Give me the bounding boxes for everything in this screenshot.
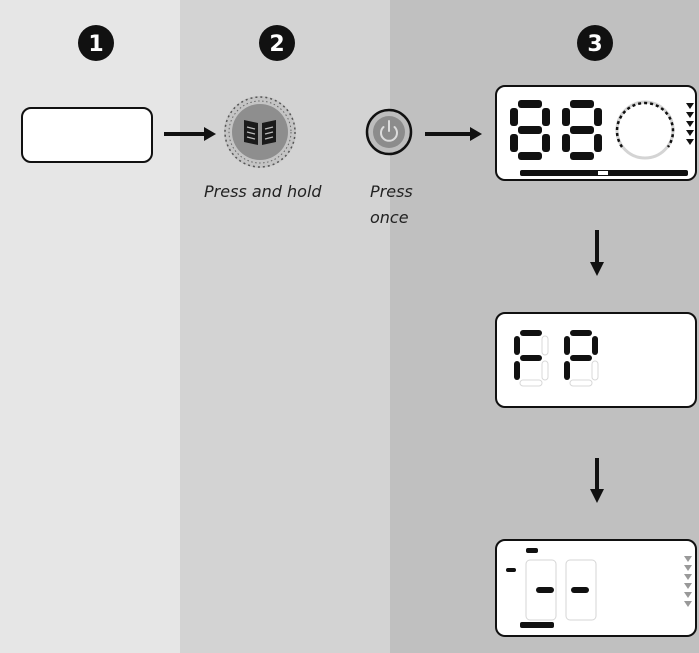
arrow-icon (164, 127, 216, 141)
lcd-segment (594, 108, 602, 126)
lcd-segment (562, 134, 570, 152)
step-1-number: 1 (88, 32, 103, 57)
lcd-segment (514, 336, 520, 355)
lcd-segment (541, 360, 549, 381)
caption-once: once (370, 208, 409, 227)
step-3-badge: 3 (577, 25, 613, 61)
lcd-segment (510, 134, 518, 152)
lcd-segment (570, 100, 594, 108)
lcd-segment (542, 134, 550, 152)
lcd-segment (570, 355, 592, 361)
lcd-segment (562, 108, 570, 126)
lcd-display-dashes (495, 539, 697, 637)
lcd-segment (518, 126, 542, 134)
caption-press-and-hold: Press and hold (204, 182, 322, 201)
lcd-segment (570, 330, 592, 336)
arrow-icon (590, 230, 604, 276)
lcd-segment (564, 336, 570, 355)
step-3-number: 3 (587, 32, 602, 57)
lcd-segment (520, 355, 542, 361)
lcd-segment (519, 379, 543, 387)
lcd-segment (541, 335, 549, 356)
lcd-segment (570, 126, 594, 134)
lcd-segment (520, 330, 542, 336)
arrow-icon (425, 127, 482, 141)
lcd-digits-88 (510, 100, 602, 160)
lcd-segment (518, 152, 542, 160)
lcd-digits-fp (514, 330, 599, 387)
lcd-segment (592, 336, 598, 355)
lcd-display-88 (495, 85, 697, 181)
lcd-segment (570, 152, 594, 160)
panel-step-2 (180, 0, 390, 653)
power-icon[interactable] (365, 108, 413, 156)
lcd-display-fp (495, 312, 697, 408)
lcd-segment (594, 134, 602, 152)
arrow-icon (590, 458, 604, 503)
lcd-segment (514, 361, 520, 380)
lcd-segment (569, 379, 593, 387)
menu-book-icon[interactable] (224, 96, 296, 168)
lcd-segment (591, 360, 599, 381)
caption-press: Press (370, 182, 413, 201)
step-2-badge: 2 (259, 25, 295, 61)
blank-display (21, 107, 153, 163)
lcd-segment (542, 108, 550, 126)
lcd-segment (518, 100, 542, 108)
panel-step-1 (0, 0, 180, 653)
step-1-badge: 1 (78, 25, 114, 61)
step-2-number: 2 (269, 32, 284, 57)
lcd-segment (564, 361, 570, 380)
lcd-segment (510, 108, 518, 126)
